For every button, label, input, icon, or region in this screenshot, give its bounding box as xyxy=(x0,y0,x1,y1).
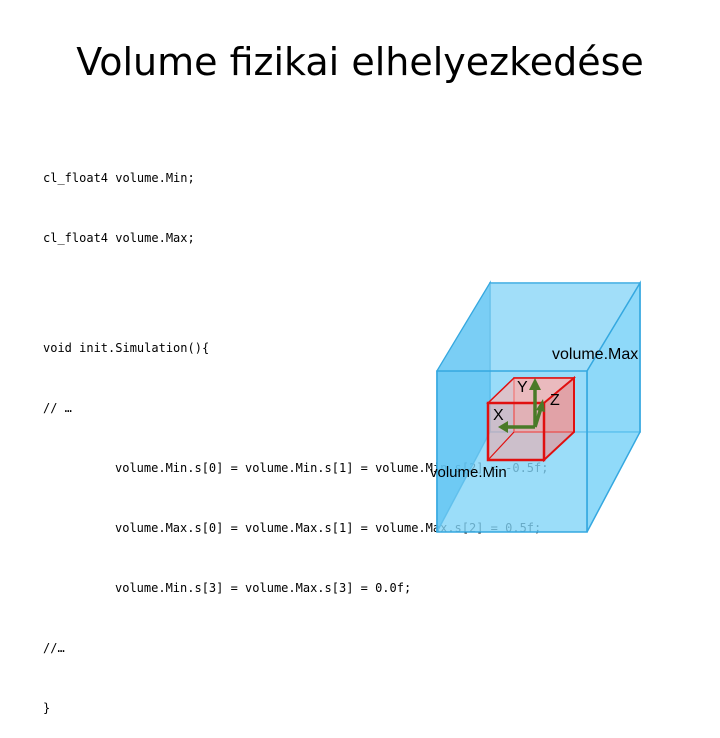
axes xyxy=(498,378,545,433)
code-line: volume.Min.s[3] = volume.Max.s[3] = 0.0f… xyxy=(115,581,412,595)
axis-x-label: X xyxy=(493,407,504,424)
slide-title: Volume fizikai elhelyezkedése xyxy=(76,40,644,84)
y-axis-arrowhead xyxy=(529,378,541,390)
inner-cube-edge xyxy=(487,431,515,461)
inner-cube xyxy=(486,375,577,463)
volume-diagram: volume.Max volume.Min Y X Z xyxy=(430,280,641,533)
volume-max-label: volume.Max xyxy=(552,346,638,363)
code-line: cl_float4 volume.Max; xyxy=(43,231,195,245)
code-line: void init.Simulation(){ xyxy=(43,341,210,355)
axis-y-label: Y xyxy=(517,379,528,396)
code-line: cl_float4 volume.Min; xyxy=(43,171,195,185)
code-line: // … xyxy=(43,401,72,415)
x-axis-arrowhead xyxy=(498,421,508,433)
code-line: } xyxy=(43,701,51,715)
axis-z-label: Z xyxy=(550,392,560,409)
volume-min-label: volume.Min xyxy=(430,464,507,481)
code-line: //… xyxy=(43,641,65,655)
z-axis-arrowhead xyxy=(536,399,545,412)
z-axis-arrow xyxy=(533,407,543,428)
